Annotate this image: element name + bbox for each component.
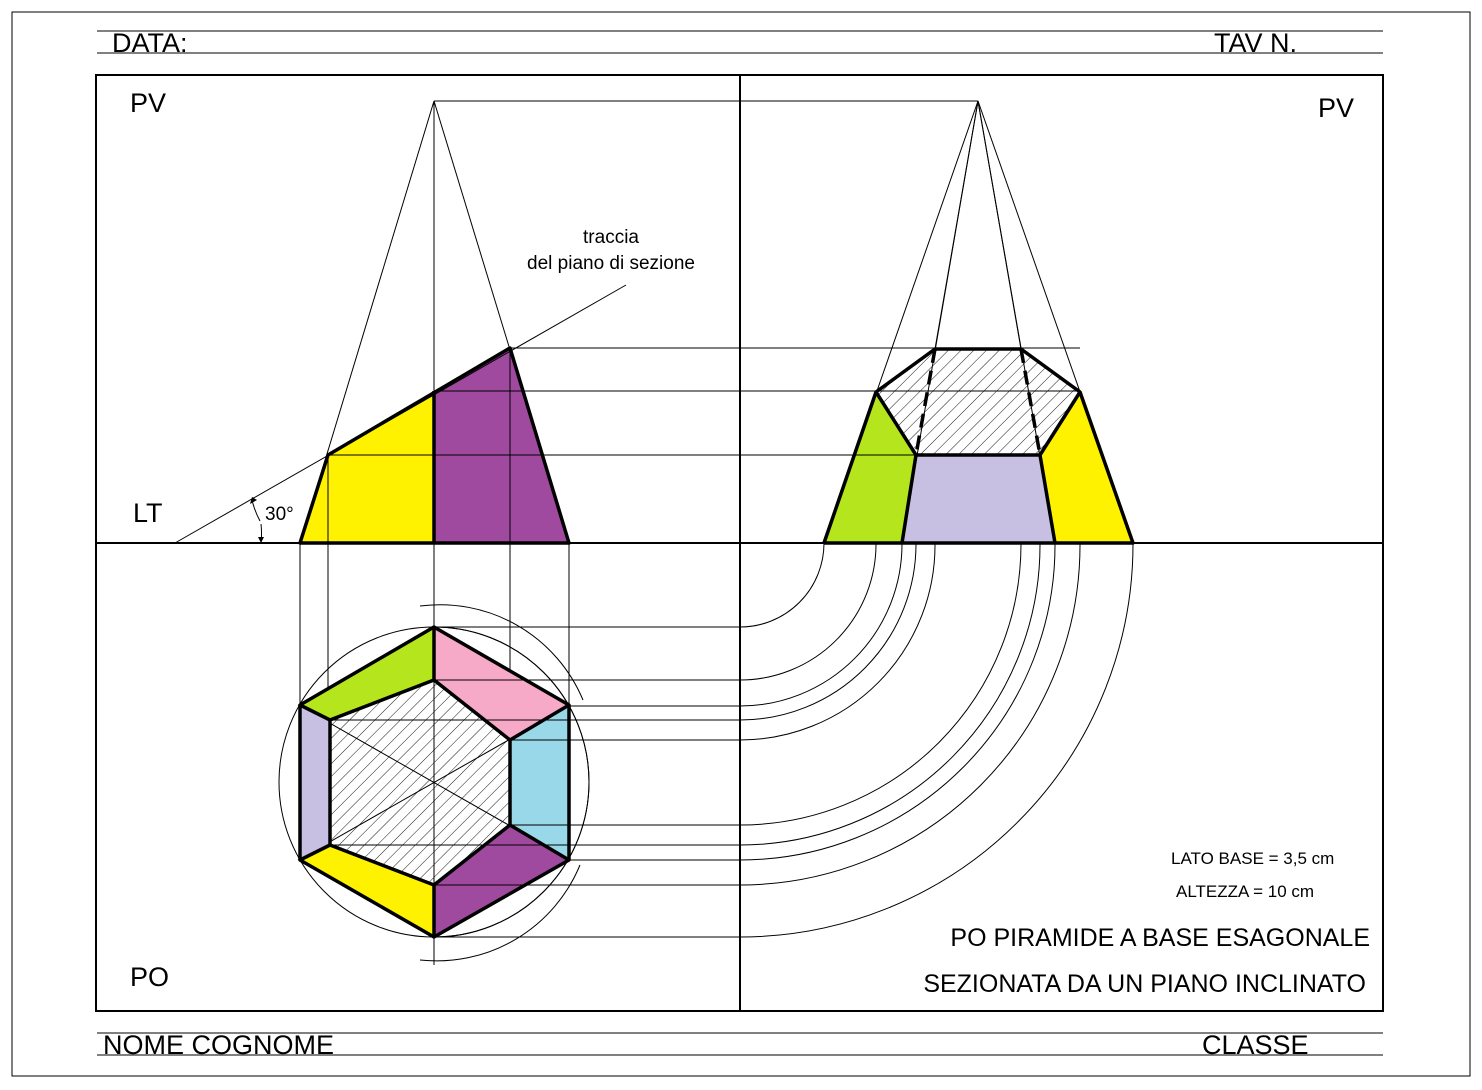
date-label: DATA: bbox=[112, 28, 188, 58]
side-view bbox=[822, 100, 1135, 545]
plan-lavender-face bbox=[300, 705, 330, 860]
side-view-yellow-face bbox=[1040, 392, 1133, 543]
po-label: PO bbox=[130, 962, 169, 992]
front-view-purple-face bbox=[434, 348, 569, 543]
transfer-arcs bbox=[330, 542, 1134, 938]
plan-view bbox=[278, 600, 590, 965]
side-view-green-face bbox=[824, 392, 916, 543]
pv-left-label: PV bbox=[130, 88, 166, 118]
lt-label: LT bbox=[133, 498, 163, 528]
name-label: NOME COGNOME bbox=[103, 1030, 334, 1060]
plan-green-face bbox=[300, 627, 434, 720]
plan-purple-face bbox=[434, 825, 569, 937]
angle-label: 30° bbox=[265, 504, 294, 525]
pv-right-label: PV bbox=[1318, 93, 1354, 123]
side-view-lavender-face bbox=[902, 455, 1055, 543]
side-view-section-hatch bbox=[876, 349, 1080, 455]
trace-label-line1: traccia bbox=[583, 227, 639, 248]
title-line2: SEZIONATA DA UN PIANO INCLINATO bbox=[923, 970, 1366, 998]
plan-yellow-face bbox=[300, 845, 434, 937]
plan-pink-face bbox=[434, 627, 569, 740]
height-spec: ALTEZZA = 10 cm bbox=[1176, 882, 1314, 901]
table-number-label: TAV N. bbox=[1214, 28, 1297, 58]
plan-section-hatch bbox=[330, 680, 510, 885]
base-side-spec: LATO BASE = 3,5 cm bbox=[1171, 849, 1334, 868]
sheet-border bbox=[11, 11, 1471, 1077]
plan-cyan-face bbox=[510, 705, 569, 860]
class-label: CLASSE bbox=[1202, 1030, 1309, 1060]
front-view-yellow-face bbox=[300, 391, 434, 543]
trace-label-line2: del piano di sezione bbox=[527, 253, 695, 274]
front-view bbox=[174, 100, 978, 545]
title-line1: PO PIRAMIDE A BASE ESAGONALE bbox=[950, 924, 1370, 952]
